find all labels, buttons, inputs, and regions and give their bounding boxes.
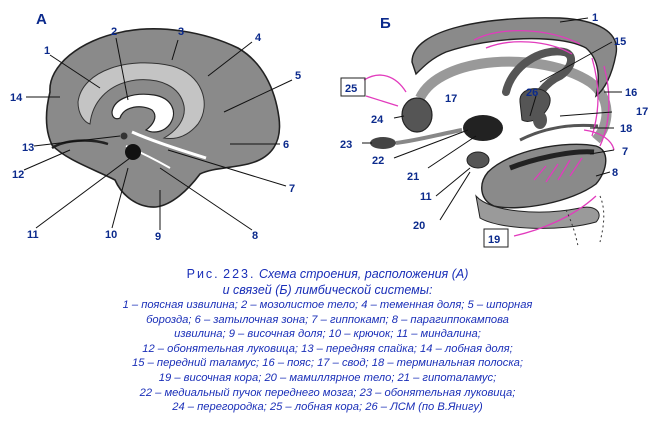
label-a-9: 9 — [155, 231, 161, 243]
corpus-callosum — [111, 93, 175, 133]
legend-line: извилина; 9 – височная доля; 10 – крючок… — [174, 328, 481, 341]
label-a-5: 5 — [295, 70, 301, 82]
legend-line: 24 – перегородка; 25 – лобная кора; 26 –… — [172, 401, 483, 414]
caption-title-line-2: и связей (Б) лимбической системы: — [222, 283, 433, 297]
label-a-10: 10 — [105, 229, 117, 241]
septum-24 — [401, 97, 433, 133]
label-b-8: 8 — [612, 167, 618, 179]
figure-caption: Рис. 223. Схема строения, расположения (… — [0, 266, 655, 415]
label-a-4: 4 — [255, 32, 262, 44]
olfactory-tract — [395, 128, 463, 145]
panel-a-leader-lines — [23, 37, 293, 231]
caption-fig-number: 223. — [223, 267, 256, 281]
label-b-23: 23 — [340, 139, 352, 151]
mamillary-body-20 — [466, 151, 490, 169]
legend-line: 22 – медиальный пучок переднего мозга; 2… — [139, 386, 516, 399]
olfactory-bulb-23 — [370, 137, 396, 149]
label-b-19: 19 — [488, 234, 500, 246]
label-a-7: 7 — [289, 183, 295, 195]
projection-arrows — [363, 29, 615, 237]
label-b-7: 7 — [622, 146, 628, 158]
label-a-2: 2 — [111, 26, 117, 38]
label-a-1: 1 — [44, 45, 50, 57]
label-b-11: 11 — [420, 191, 432, 203]
hypothalamus-21 — [463, 115, 503, 141]
label-a-6: 6 — [283, 139, 289, 151]
box-19 — [483, 228, 509, 248]
panel-a-title: А — [36, 11, 47, 28]
label-a-13: 13 — [22, 142, 34, 154]
box-25 — [340, 77, 366, 97]
caption-title-line-1: Схема строения, расположения (А) — [258, 267, 469, 281]
label-b-20: 20 — [413, 220, 425, 232]
label-a-14: 14 — [10, 92, 23, 104]
panel-b-leader-lines — [362, 17, 622, 221]
label-a-12: 12 — [12, 169, 24, 181]
label-a-3: 3 — [178, 26, 184, 38]
caption-fig-word: Рис. — [186, 267, 220, 281]
label-b-24: 24 — [371, 114, 384, 126]
label-b-22: 22 — [372, 155, 384, 167]
dotted-lines — [565, 195, 605, 247]
label-b-1: 1 — [592, 12, 598, 24]
label-b-21: 21 — [407, 171, 419, 183]
anterior-commissure-dot — [120, 132, 128, 140]
caption-title: Рис. 223. Схема строения, расположения (… — [0, 266, 655, 282]
cingulate-gyrus-band — [77, 62, 205, 139]
stria-terminalis-18 — [519, 123, 599, 142]
label-b-15: 15 — [614, 36, 626, 48]
legend-line: 1 – поясная извилина; 2 – мозолистое тел… — [122, 299, 533, 311]
temporal-lobe-region — [481, 143, 607, 209]
legend-line: 15 – передний таламус; 16 – пояс; 17 – с… — [132, 357, 523, 370]
legend-line: 19 – височная кора; 20 – мамиллярное тел… — [158, 371, 497, 384]
lsm-26 — [533, 111, 547, 129]
label-a-8: 8 — [252, 230, 258, 242]
label-b-17-left: 17 — [445, 93, 457, 105]
legend-line: борозда; 6 – затылочная зона; 7 – гиппок… — [146, 313, 509, 326]
temporal-gyrus-band — [475, 194, 600, 229]
hippocampus-7 — [509, 149, 595, 171]
panel-b-diagram: Б 25 19 1 15 16 17 17 18 7 8 26 24 23 22… — [340, 12, 648, 248]
label-b-17-right: 17 — [636, 106, 648, 118]
amygdala-dot — [125, 144, 141, 160]
hippocampus-curve — [131, 130, 207, 160]
legend-line: 12 – обонятельная луковица; 13 – передня… — [142, 342, 513, 355]
limbic-diagram: А 1 2 3 4 5 6 7 8 9 10 11 12 13 14 — [10, 11, 648, 248]
label-b-18: 18 — [620, 123, 632, 135]
label-b-26: 26 — [526, 87, 538, 99]
panel-a-diagram: А 1 2 3 4 5 6 7 8 9 10 11 12 13 14 — [10, 11, 301, 243]
label-b-16: 16 — [625, 87, 637, 99]
panel-b-title: Б — [380, 15, 391, 32]
label-b-25: 25 — [345, 83, 357, 95]
label-a-11: 11 — [27, 229, 39, 241]
